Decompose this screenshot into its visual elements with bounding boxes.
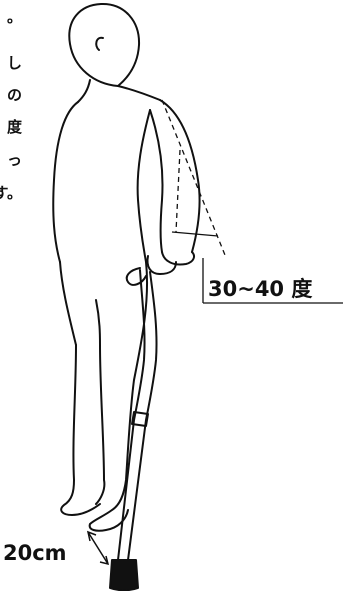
person-figure [53,4,199,531]
distance-label: 20cm [3,541,67,565]
caption-char-1: 。 [7,8,22,26]
distance-arrow [88,532,108,564]
caption-char-4: 度 [7,118,23,136]
person-inner-leg [96,345,104,504]
person-upper-arm-front [150,110,163,252]
angle-label: 30~40 度 [208,277,312,301]
angle-line-1 [162,100,225,255]
angle-guides [162,100,343,303]
person-back-leg [61,345,100,515]
person-upper-arm-back [160,100,200,252]
person-hand [148,256,177,274]
caption-char-2: し [7,54,22,72]
angle-line-2 [176,150,180,232]
cane [110,268,157,590]
cane-tip [110,560,138,590]
person-shoulder [118,86,160,100]
person-neck [78,80,90,102]
person-forearm [162,252,194,265]
person-back [53,102,78,262]
person-crotch [96,300,100,345]
vertical-caption: 。 し の 度 っ す。 [0,8,23,202]
caption-char-3: の [7,86,22,104]
person-chest [138,110,150,262]
caption-char-6: す。 [0,184,22,202]
person-hip [60,262,76,345]
caption-char-5: っ [7,151,22,169]
cane-shaft-right [128,272,157,560]
cane-handle [127,268,146,285]
person-ear [96,38,103,50]
person-head [69,4,139,86]
